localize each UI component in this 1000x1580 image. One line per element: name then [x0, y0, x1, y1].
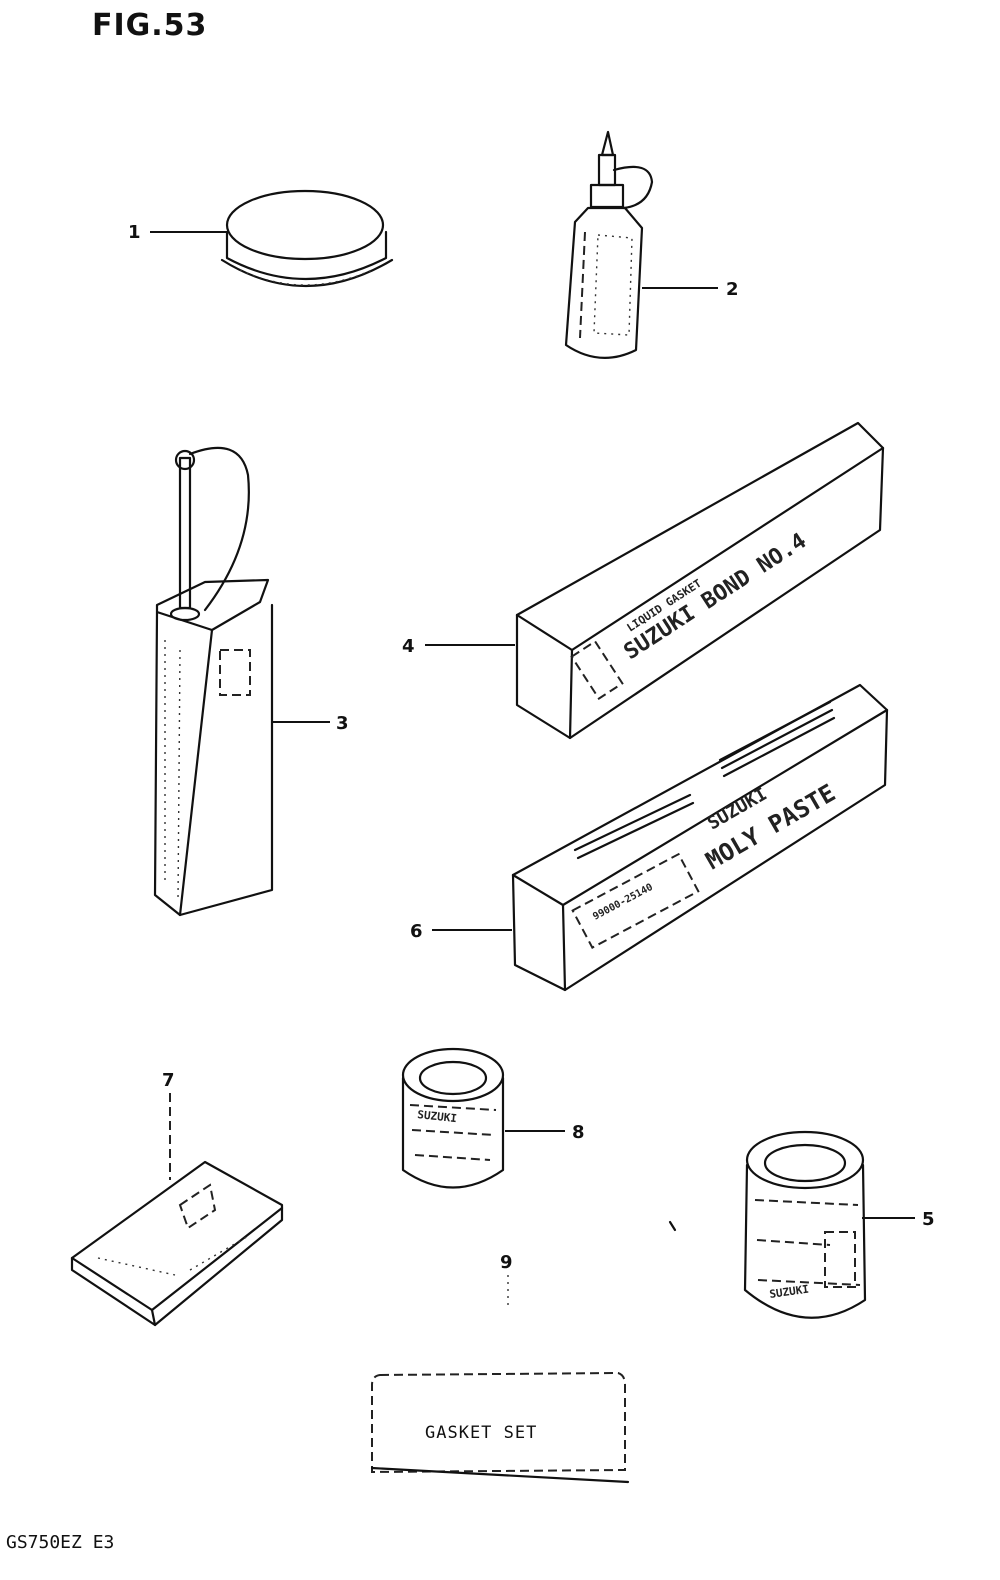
- part-9-gasket-set: GASKET SET: [370, 1371, 630, 1484]
- part-7-label: 7: [162, 1070, 175, 1091]
- figure-title: FIG.53: [92, 8, 208, 43]
- part-7-pack: [70, 1160, 284, 1327]
- speck-mark: [668, 1220, 677, 1232]
- part-3-label: 3: [336, 713, 349, 734]
- part-4-label: 4: [402, 636, 415, 657]
- part-2-bottle: [564, 130, 654, 359]
- part-5-tin: SUZUKI: [743, 1130, 867, 1319]
- part-4-bond-box: LIQUID GASKET SUZUKI BOND NO.4: [515, 421, 885, 740]
- part-8-label: 8: [572, 1122, 585, 1143]
- part-5-label: 5: [922, 1209, 935, 1230]
- part-8-package-text: SUZUKI: [417, 1108, 458, 1125]
- part-1-tin: [220, 189, 394, 288]
- part-9-label: 9: [500, 1252, 513, 1273]
- part-6-label: 6: [410, 921, 423, 942]
- part-1-label: 1: [128, 222, 141, 243]
- part-8-tin: SUZUKI: [401, 1047, 505, 1189]
- gasket-set-text: GASKET SET: [425, 1423, 537, 1443]
- part-6-part-number: 99000-25140: [591, 882, 655, 923]
- model-code: GS750EZ E3: [6, 1532, 115, 1553]
- part-3-can: [153, 446, 274, 917]
- part-5-package-text: SUZUKI: [769, 1283, 810, 1301]
- part-2-label: 2: [726, 279, 739, 300]
